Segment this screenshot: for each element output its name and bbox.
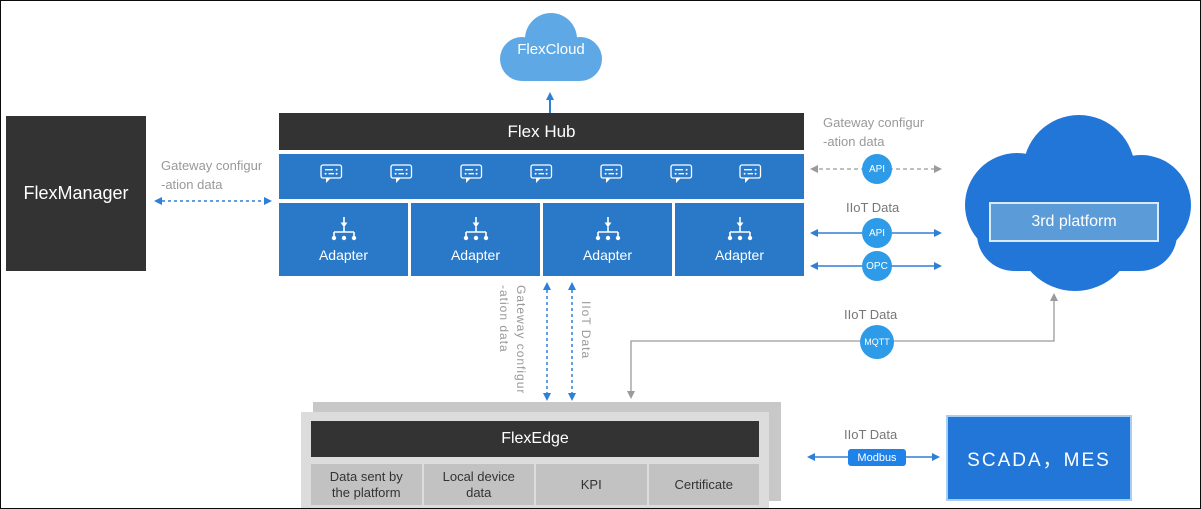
adapter-node: Adapter — [279, 203, 408, 276]
label-line: Gateway configur — [514, 285, 528, 395]
chat-message-icon — [320, 164, 343, 189]
chat-message-icon — [390, 164, 413, 189]
flexmanager-label: FlexManager — [23, 183, 129, 203]
manager-hub-label: Gateway configur -ation data — [161, 157, 262, 195]
chat-message-icon — [530, 164, 553, 189]
modbus-badge: Modbus — [848, 449, 906, 466]
chat-message-icon — [669, 164, 693, 189]
flexedge-cell-row: Data sent by the platform Local device d… — [311, 464, 759, 505]
label-line: -ation data — [823, 133, 885, 149]
hub-edge-config-label: Gateway configur -ation data — [495, 285, 529, 415]
flexedge-cell: KPI — [536, 464, 647, 505]
third-platform-label: 3rd platform — [1031, 213, 1117, 230]
scada-mes-node: SCADA，MES — [946, 415, 1132, 501]
adapter-label: Adapter — [450, 247, 501, 263]
adapter-tree-icon — [331, 217, 356, 241]
adapter-label: Adapter — [714, 247, 765, 263]
cloud-shape-icon — [500, 13, 602, 81]
api-config-badge: API — [862, 154, 892, 184]
flexedge-node: FlexEdge Data sent by the platform Local… — [301, 412, 769, 508]
hub-platform-iiot-label: IIoT Data — [846, 200, 900, 215]
flexhub-protocol-row — [279, 154, 804, 199]
edge-platform-connector — [627, 293, 1058, 399]
flexedge-title: FlexEdge — [311, 421, 759, 457]
adapter-tree-icon — [595, 217, 620, 241]
edge-platform-iiot-label: IIoT Data — [844, 307, 898, 322]
chat-message-icon — [739, 164, 762, 189]
chat-message-icon — [600, 164, 623, 189]
flexcloud-node: FlexCloud — [488, 7, 614, 89]
flexmanager-node: FlexManager — [6, 116, 146, 271]
label-line: Gateway configur — [823, 115, 925, 130]
api-data-badge: API — [862, 218, 892, 248]
adapter-tree-icon — [727, 217, 752, 241]
chat-message-icon — [460, 164, 483, 189]
flexhub-node: Flex Hub Adapter Adapter Adapter — [279, 113, 804, 276]
hub-platform-config-label: Gateway configur -ation data — [823, 114, 924, 152]
opc-badge: OPC — [862, 251, 892, 281]
flexhub-title: Flex Hub — [279, 113, 804, 150]
flexcloud-label: FlexCloud — [517, 41, 585, 58]
third-platform-node: 3rd platform — [989, 202, 1159, 242]
adapter-tree-icon — [463, 217, 488, 241]
adapter-label: Adapter — [318, 247, 369, 263]
scada-mes-label: SCADA，MES — [967, 449, 1111, 471]
label-line: -ation data — [497, 285, 511, 353]
flexedge-cell: Local device data — [423, 464, 534, 505]
label-line: -ation data — [161, 176, 223, 192]
adapter-row: Adapter Adapter Adapter Adapter — [279, 203, 804, 276]
adapter-label: Adapter — [582, 247, 633, 263]
adapter-node: Adapter — [675, 203, 804, 276]
label-line: Gateway configur — [161, 158, 263, 173]
adapter-node: Adapter — [543, 203, 672, 276]
flexedge-cell: Certificate — [648, 464, 759, 505]
flexedge-cell: Data sent by the platform — [311, 464, 422, 505]
mqtt-badge: MQTT — [860, 325, 894, 359]
hub-edge-iiot-label: IIoT Data — [579, 301, 593, 360]
edge-scada-iiot-label: IIoT Data — [844, 427, 898, 442]
adapter-node: Adapter — [411, 203, 540, 276]
